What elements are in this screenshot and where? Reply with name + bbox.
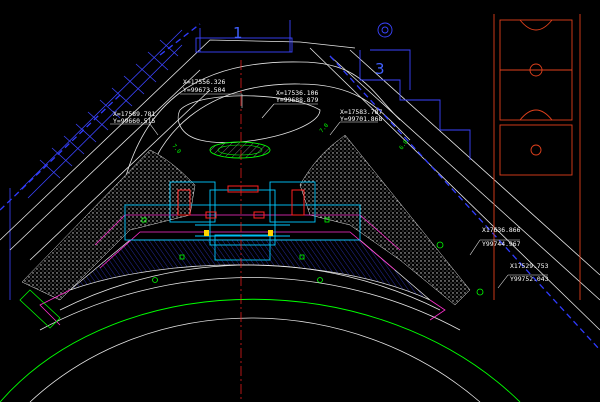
dimension-label: 7.0: [170, 143, 181, 155]
landscape-left-wing: [21, 149, 196, 301]
oval-planter: [177, 95, 321, 159]
large-arc-green: [0, 298, 521, 402]
coord-label-x: X17529.753: [510, 262, 549, 270]
coord-label-y: Y=99688.879: [276, 96, 318, 104]
perimeter-magenta: [39, 214, 446, 326]
coord-label-y: Y=99701.868: [340, 115, 382, 123]
landscape-right-wing: [299, 134, 471, 306]
coord-label-y: Y=99660.515: [113, 117, 155, 125]
coord-label-y: Y99744.967: [482, 240, 521, 248]
yellow-details: [204, 230, 273, 236]
dimension-label: 6.0: [399, 139, 410, 151]
coord-label-x: X=17536.106: [276, 89, 318, 97]
building-footprint: [124, 181, 361, 261]
coord-label-y: Y=99673.504: [183, 86, 225, 94]
coord-label-x: X=17556.326: [183, 78, 225, 86]
red-details: [177, 185, 305, 219]
basketball-courts: [493, 14, 581, 300]
coord-label-x: X=17583.787: [340, 108, 382, 116]
dimension-label: 7.0: [319, 123, 330, 135]
road-edges-top: [0, 39, 600, 331]
arc-lines: [29, 264, 481, 402]
building-block-1: [195, 20, 393, 53]
boundary-dashed: [0, 23, 600, 351]
green-symbols: [19, 217, 484, 329]
sheet-number-1: 1: [233, 24, 243, 42]
coord-leader-lines: [110, 93, 548, 289]
coord-label-y: Y99752.043: [510, 275, 549, 283]
coord-label-x: X17636.866: [482, 226, 521, 234]
sheet-number-3: 3: [375, 60, 385, 78]
coord-label-x: X=17589.781: [113, 110, 155, 118]
building-block-3: [359, 49, 471, 160]
